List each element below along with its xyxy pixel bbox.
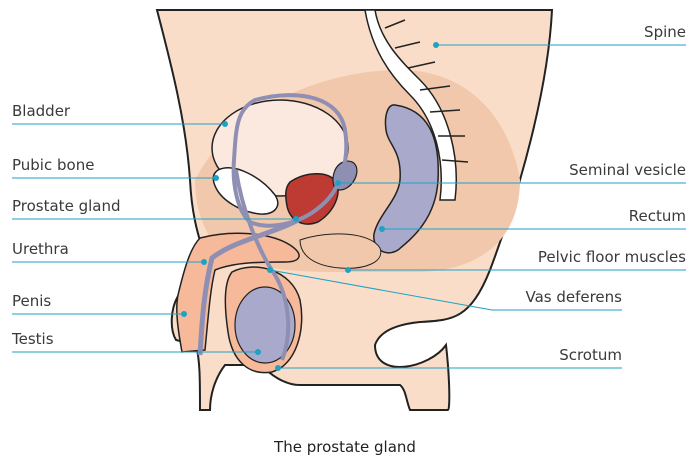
label-spine: Spine [644, 23, 686, 41]
diagram-caption: The prostate gland [273, 438, 416, 456]
scrotum-dot [275, 365, 281, 371]
label-scrotum: Scrotum [559, 346, 622, 364]
label-pelvic-floor-muscles: Pelvic floor muscles [538, 248, 686, 266]
penis-dot [181, 311, 187, 317]
label-urethra: Urethra [12, 240, 69, 258]
rectum-dot [379, 226, 385, 232]
label-pubic-bone: Pubic bone [12, 156, 94, 174]
label-penis: Penis [12, 292, 51, 310]
pubic-bone-dot [213, 175, 219, 181]
label-testis: Testis [11, 330, 54, 348]
label-seminal-vesicle: Seminal vesicle [569, 161, 686, 179]
label-rectum: Rectum [629, 207, 686, 225]
urethra-dot [201, 259, 207, 265]
bladder-dot [222, 121, 228, 127]
pelvic-floor-dot [345, 267, 351, 273]
vas-deferens-dot [267, 267, 273, 273]
prostate-dot [293, 216, 299, 222]
spine-dot [433, 42, 439, 48]
label-vas-deferens: Vas deferens [525, 288, 622, 306]
label-prostate-gland: Prostate gland [12, 197, 120, 215]
seminal-vesicle-dot [335, 180, 341, 186]
testis-dot [255, 349, 261, 355]
label-bladder: Bladder [12, 102, 71, 120]
